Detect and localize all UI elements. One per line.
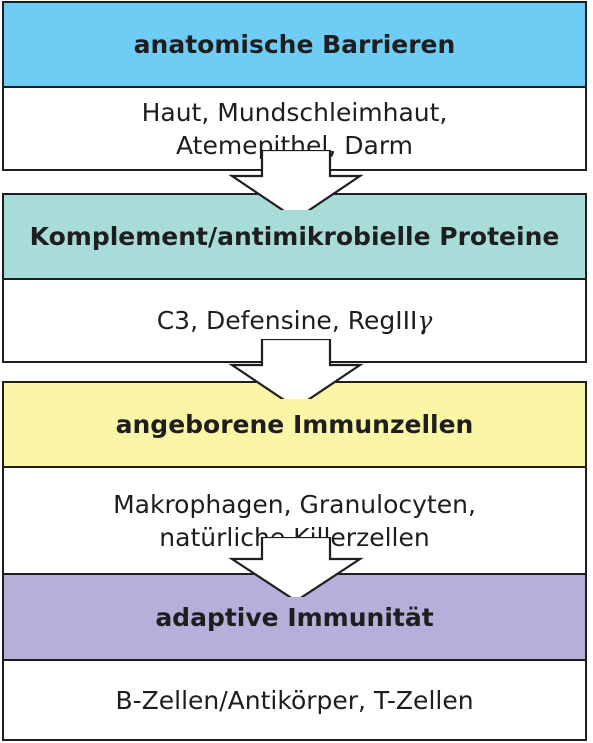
gamma-symbol: γ: [417, 306, 433, 335]
stage-3-line-1: Makrophagen, Granulocyten,: [113, 489, 476, 519]
stage-4-title: adaptive Immunität: [155, 602, 434, 632]
stage-1-body: Haut, Mundschleimhaut, Atemepithel, Darm: [2, 86, 587, 171]
stage-2-line-1-text: C3, Defensine, RegIII: [156, 306, 418, 335]
stage-2-line-1: C3, Defensine, RegIIIγ: [157, 304, 433, 337]
stage-3-title: angeborene Immunzellen: [115, 410, 474, 439]
stage-3-header: angeborene Immunzellen: [2, 381, 587, 468]
stage-1-header: anatomische Barrieren: [2, 1, 587, 88]
stage-2-body: C3, Defensine, RegIIIγ: [2, 278, 587, 363]
stage-2-title: Komplement/antimikrobielle Proteine: [29, 222, 560, 251]
stage-1-line-2: Atemepithel, Darm: [175, 130, 414, 160]
stage-3-body: Makrophagen, Granulocyten, natürliche Ki…: [2, 466, 587, 575]
stage-4-body: B-Zellen/Antikörper, T-Zellen: [2, 659, 587, 741]
stage-2-header: Komplement/antimikrobielle Proteine: [2, 193, 587, 280]
stage-3-line-2: natürliche Killerzellen: [159, 522, 430, 552]
stage-4-line-1: B-Zellen/Antikörper, T-Zellen: [115, 685, 474, 715]
stage-1-title: anatomische Barrieren: [133, 30, 456, 59]
stage-1-line-1: Haut, Mundschleimhaut,: [141, 97, 448, 127]
stage-4-header: adaptive Immunität: [2, 573, 587, 661]
